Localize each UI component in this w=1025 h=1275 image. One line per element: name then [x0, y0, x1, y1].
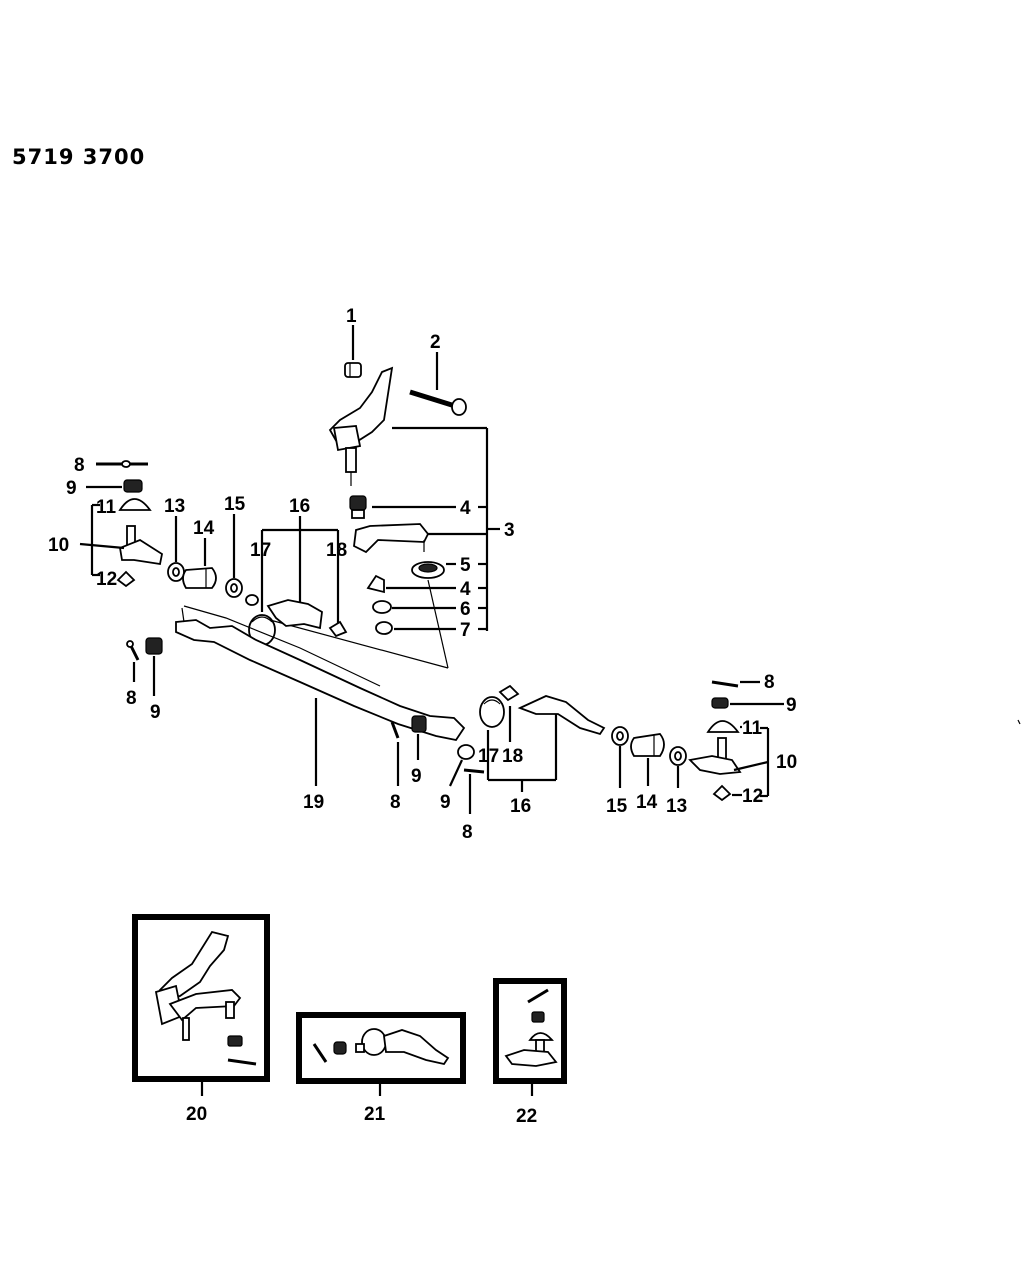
center-link-part-19: [175, 605, 466, 742]
callout-12-left: 12: [96, 569, 117, 590]
grease-fitting-part-18-right: [498, 684, 520, 702]
callout-18-left: 18: [326, 540, 347, 561]
grease-fitting-part-18-left: [328, 620, 348, 638]
callout-21: 21: [364, 1104, 386, 1125]
clamp-part-15-left: [225, 578, 243, 598]
callout-17-left: 17: [250, 540, 271, 561]
bolt-part-2: [409, 389, 467, 416]
callout-14-left: 14: [193, 518, 215, 539]
adjusting-tube-part-14-right: [630, 733, 665, 757]
callout-1: 1: [346, 306, 357, 327]
dust-boot-part-11-left: [118, 498, 152, 511]
callout-8-right-inner: 8: [462, 822, 473, 843]
cotter-pin-part-8-right-inner: [463, 768, 485, 774]
callout-3: 3: [504, 520, 515, 541]
callout-17-right: 17: [478, 746, 499, 767]
callout-8-center: 8: [390, 792, 401, 813]
callout-11-left: 11: [96, 497, 117, 518]
tie-rod-end-part-10-right: [688, 737, 742, 775]
kit-box-21: [296, 1012, 466, 1084]
callout-19: 19: [303, 792, 324, 813]
tie-rod-end-part-10-left: [118, 525, 164, 566]
callout-10-left: 10: [48, 535, 69, 556]
callout-8-right: 8: [764, 672, 775, 693]
nut-part-9-right-inner: [457, 744, 475, 760]
callout-9-right-inner: 9: [440, 792, 451, 813]
callout-15-left: 15: [224, 494, 246, 515]
callout-4: 4: [460, 498, 471, 519]
cotter-pin-part-8-right: [711, 680, 739, 688]
callout-10-right: 10: [776, 752, 797, 773]
callout-9-left: 9: [66, 478, 77, 499]
callout-16-right: 16: [510, 796, 531, 817]
nut-part-9-left: [123, 479, 143, 493]
callout-9-center-left: 9: [150, 702, 161, 723]
nut-part-9-right: [711, 697, 729, 709]
nut-part-1: [344, 362, 362, 378]
cotter-pin-part-8-center: [390, 721, 400, 739]
document-number: 5719 3700: [12, 145, 146, 169]
dust-boot-part-11-right: [706, 720, 740, 733]
callout-bracket-3: [392, 426, 500, 631]
callout-13-right: 13: [666, 796, 687, 817]
cotter-pin-part-8-left: [96, 460, 148, 468]
washer-part-6: [372, 600, 392, 614]
grease-fitting-part-12-right: [712, 784, 732, 802]
bushing-part-4-lower: [366, 574, 385, 594]
grease-fitting-part-12-left: [116, 570, 136, 588]
cotter-pin-part-8-center-left: [126, 640, 140, 661]
clamp-part-15-right: [611, 726, 629, 746]
callout-15-right: 15: [606, 796, 628, 817]
callout-4-lower: 4: [460, 579, 471, 600]
dust-seal-part-5: [411, 561, 445, 579]
callout-20: 20: [186, 1104, 207, 1125]
callout-8-left: 8: [74, 455, 85, 476]
nut-part-7: [375, 621, 393, 635]
idler-arm: [353, 523, 430, 554]
adjusting-tube-part-14-left: [182, 567, 217, 589]
callout-bracket-16-left: [260, 516, 340, 624]
inner-tie-rod-end-left: [266, 599, 323, 630]
callout-bracket-10-left: [79, 503, 125, 577]
kit-box-22: [493, 978, 567, 1084]
callout-16-left: 16: [289, 496, 310, 517]
kit-box-20: [132, 914, 270, 1082]
clamp-part-13-left: [167, 562, 185, 582]
clamp-part-13-right: [669, 746, 687, 766]
callout-bracket-16-right: [486, 706, 558, 792]
callout-7: 7: [460, 620, 471, 641]
bushing-part-4: [349, 495, 367, 519]
nut-part-9-center-left: [145, 637, 163, 655]
idler-arm-bracket: [328, 366, 394, 486]
callout-18-right: 18: [502, 746, 523, 767]
callout-5: 5: [460, 555, 471, 576]
callout-9-center: 9: [411, 766, 422, 787]
callout-12-right: 12: [742, 786, 763, 807]
dust-boot-part-17-right: [479, 696, 505, 728]
callout-9-right: 9: [786, 695, 797, 716]
callout-11-right: 11: [742, 718, 763, 739]
callout-22: 22: [516, 1106, 537, 1127]
callout-6: 6: [460, 599, 471, 620]
callout-2: 2: [430, 332, 441, 353]
callout-14-right: 14: [636, 792, 658, 813]
callout-8-center-left: 8: [126, 688, 137, 709]
callout-13-left: 13: [164, 496, 185, 517]
inner-tie-rod-end-right: [517, 695, 606, 736]
callout-bracket-10-right: [733, 726, 770, 798]
nut-part-9-center: [411, 715, 427, 733]
